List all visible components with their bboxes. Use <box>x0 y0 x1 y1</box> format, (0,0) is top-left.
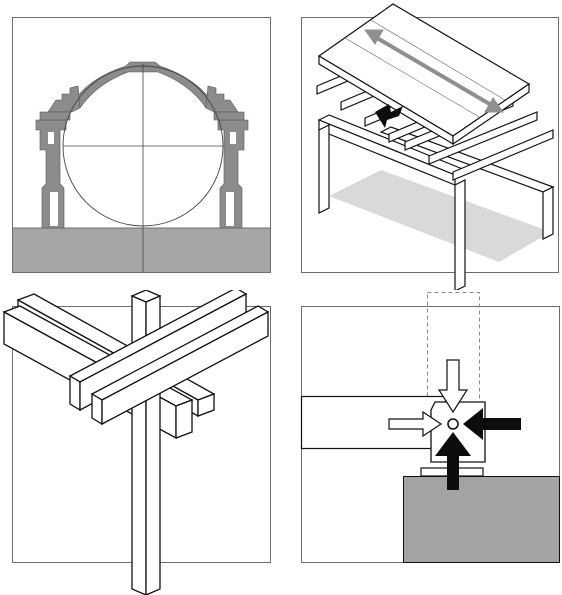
post-and-beam-joint-icon <box>2 290 271 595</box>
beam-diagonal-b-end <box>175 399 193 439</box>
support-wall <box>403 476 560 563</box>
panel-pantheon-section <box>0 0 281 290</box>
panel-floor-framing <box>281 0 562 290</box>
wall-openings <box>48 132 236 226</box>
right-arrow-outline <box>388 410 443 438</box>
ground-block <box>12 227 271 273</box>
front-left-post <box>318 124 330 214</box>
down-arrow-outline <box>437 359 469 414</box>
domed-rotunda-section-icon <box>12 17 271 273</box>
beam-cross-b-front <box>101 310 269 426</box>
panel-joint-forces <box>281 290 562 595</box>
floor-plane <box>329 170 551 262</box>
beam-diagonal-a-end <box>197 393 215 417</box>
load-arrow <box>375 104 403 128</box>
joists-and-deck-icon <box>301 3 559 290</box>
left-force-arrow <box>463 408 521 440</box>
pin-joint-force-diagram-icon <box>300 292 560 563</box>
front-right-post <box>454 179 466 290</box>
back-post <box>542 186 554 240</box>
pin <box>447 418 459 430</box>
beam-cross-a-face <box>69 374 81 412</box>
beam-cross-b-face <box>91 392 103 426</box>
section-silhouette <box>35 61 249 229</box>
up-force-arrow <box>435 432 471 490</box>
panel-crossed-members <box>0 290 281 595</box>
span-arrow <box>364 29 504 113</box>
